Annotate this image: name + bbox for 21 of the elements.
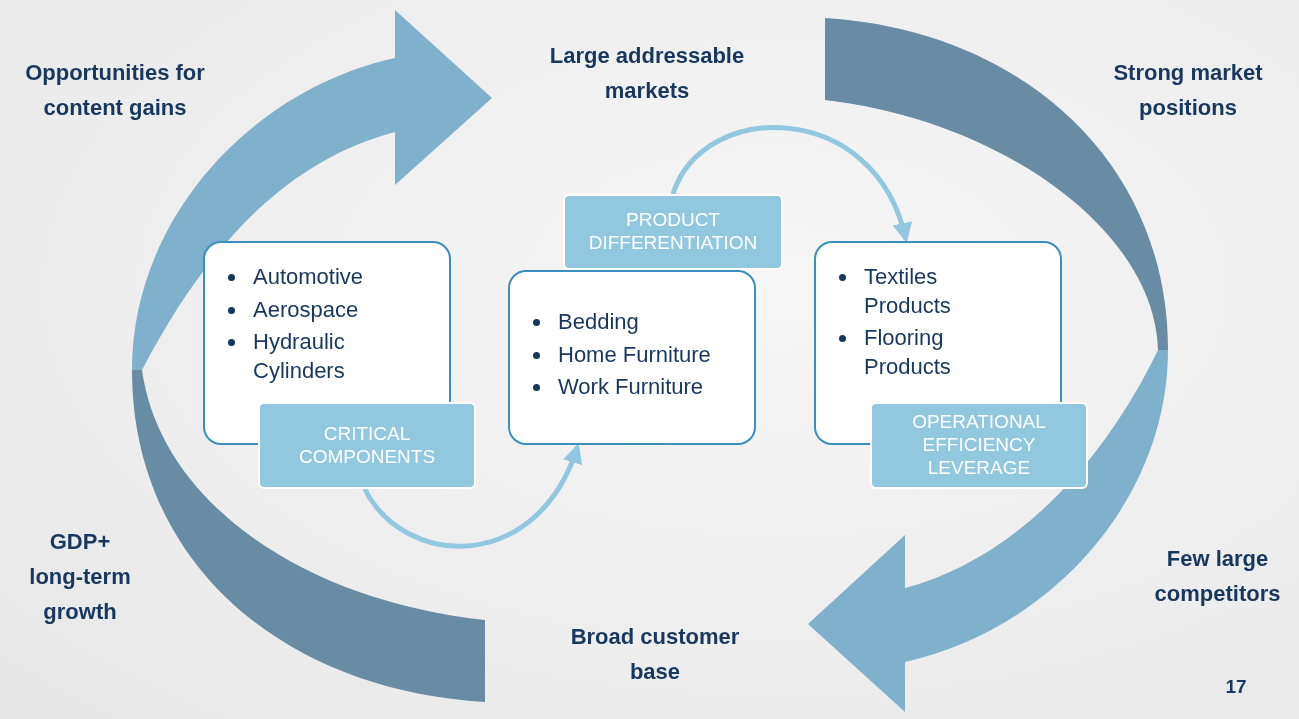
bullet-item: Textiles Products — [836, 263, 980, 321]
bullet-item: Flooring Products — [836, 324, 980, 382]
bullet-item: Bedding — [530, 308, 746, 337]
category-tag: PRODUCT DIFFERENTIATION — [563, 194, 783, 270]
bullet-item: Aerospace — [225, 295, 441, 325]
content-box — [508, 270, 756, 445]
bullet-item: Home Furniture — [530, 340, 746, 370]
cycle-label: Strong market positions — [1112, 59, 1264, 123]
cycle-label: GDP+ long-term growth — [28, 528, 132, 627]
cycle-label: Few large competitors — [1153, 545, 1282, 609]
page-number: 17 — [1224, 675, 1248, 699]
bullet-item: Hydraulic Cylinders — [225, 328, 441, 386]
cycle-label: Opportunities for content gains — [24, 59, 206, 123]
bullet-item: Work Furniture — [530, 373, 746, 402]
category-tag: CRITICAL COMPONENTS — [258, 402, 476, 489]
cycle-label: Broad customer base — [569, 623, 741, 687]
category-tag: OPERATIONAL EFFICIENCY LEVERAGE — [870, 402, 1088, 489]
bullet-item: Automotive — [225, 263, 441, 292]
cycle-label: Large addressable markets — [548, 42, 746, 106]
curved-connector — [670, 125, 911, 243]
curved-connector — [362, 443, 581, 549]
